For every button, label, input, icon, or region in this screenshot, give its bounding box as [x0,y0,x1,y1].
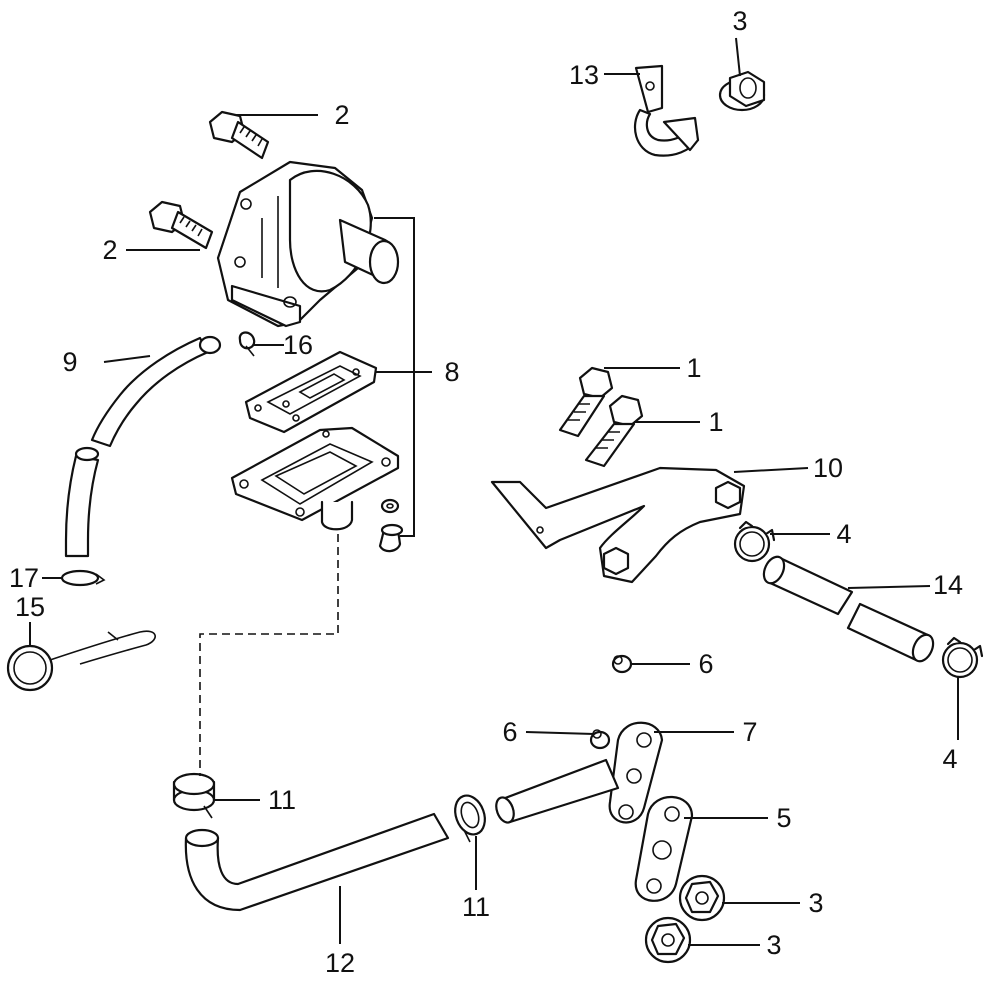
part-17-spring-clip [60,569,106,587]
callout-10: 10 [813,453,843,483]
part-8-gasket-lower [230,426,400,531]
part-12-hose [184,758,620,912]
part-6-plug-upper [611,654,633,674]
callout-3-mid: 3 [808,888,823,918]
part-13-clamp-bracket [633,64,700,157]
part-16-clip [238,331,256,357]
callout-4-lower: 4 [942,744,957,774]
leader-lines [29,37,959,946]
callout-15: 15 [15,592,45,622]
callout-14: 14 [933,570,963,600]
part-3-flange-nut-low [644,916,692,964]
reed-valve-body [216,160,400,328]
callout-6-lower: 6 [502,717,517,747]
callout-7: 7 [742,717,757,747]
part-3-flange-nut-top [718,70,766,112]
callout-11-middle: 11 [462,892,490,922]
part-7-plate [608,721,664,824]
callout-5: 5 [776,803,791,833]
part-1-bolt-a [558,366,614,438]
callout-2-lower: 2 [102,235,117,265]
callout-4-upper: 4 [836,519,851,549]
callout-3-top: 3 [732,6,747,36]
part-8-screw [378,498,404,553]
callout-12: 12 [325,948,355,978]
part-8-gasket-upper [244,350,378,434]
callout-3-low: 3 [766,930,781,960]
callout-16: 16 [283,330,313,360]
part-9-hose [64,335,222,558]
part-10-bracket [490,466,746,584]
callout-2-upper: 2 [334,100,349,130]
part-14-hose [762,555,935,663]
part-5-plate [634,795,694,902]
part-11-clamp-left [172,772,216,819]
part-4-clamp-lower [941,636,984,679]
part-2-bolt-lower [148,200,214,250]
callout-11-left: 11 [268,785,296,815]
callout-8: 8 [444,357,459,387]
part-2-bolt-upper [208,110,270,160]
part-11-clamp-middle [454,794,486,843]
callout-labels: 3 13 2 2 16 9 8 1 1 10 4 17 14 15 6 6 7 … [9,6,963,978]
callout-6-upper: 6 [698,649,713,679]
part-1-bolt-b [584,394,644,468]
part-4-clamp-upper [733,520,776,563]
callout-1-upper: 1 [686,353,701,383]
callout-13: 13 [569,60,599,90]
callout-9: 9 [62,347,77,377]
callout-1-lower: 1 [708,407,723,437]
part-6-plug-lower [589,729,611,750]
part-3-flange-nut-mid [678,874,726,922]
routing-dashed-line [199,534,339,776]
callout-17: 17 [9,563,39,593]
